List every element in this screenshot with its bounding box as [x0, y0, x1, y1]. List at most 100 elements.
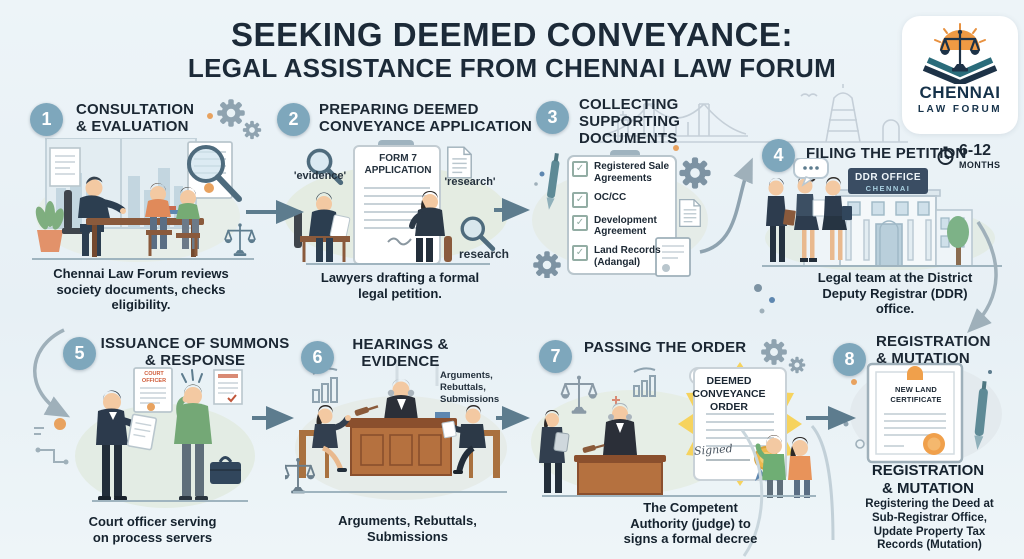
hearing-annotation: Arguments, Rebuttals, Submissions — [440, 370, 500, 405]
checklist-item: ✓ Registered Sale Agreements — [572, 161, 676, 185]
ddr-sign-line1: DDR OFFICE — [854, 172, 922, 183]
logo-emblem-icon — [922, 23, 998, 84]
lawyer-right-figure — [441, 405, 500, 478]
framed-document — [49, 147, 81, 187]
duration-value: 6-12 — [959, 142, 992, 159]
gavel-icon — [582, 444, 605, 453]
supporting-documents-checklist: ✓ Registered Sale Agreements ✓ OC/CC ✓ D… — [572, 161, 676, 269]
gavel-icon — [354, 405, 379, 416]
gear-icon — [679, 157, 711, 189]
checklist-item: ✓ OC/CC — [572, 191, 676, 208]
step-4-caption: Legal team at the District Deputy Regist… — [817, 270, 973, 317]
summons-document — [133, 367, 173, 413]
desk — [86, 218, 204, 225]
judge-figure — [603, 403, 637, 455]
document-review — [187, 141, 242, 202]
land-record-document — [655, 237, 691, 277]
form7-application-label: FORM 7 APPLICATION — [364, 153, 432, 176]
court-officer-figure — [96, 390, 158, 501]
judge-desk — [574, 455, 666, 462]
checklist-item-label: Development Agreement — [594, 214, 657, 238]
step-7-caption: The Competent Authority (judge) to signs… — [623, 500, 758, 547]
magnifying-glass-icon — [187, 145, 225, 183]
chennai-law-forum-logo: CHENNAI LAW FORUM — [902, 16, 1018, 134]
step-8-title: REGISTRATION & MUTATION — [876, 333, 991, 367]
pen-icon — [546, 153, 560, 210]
checklist-board — [567, 155, 677, 275]
signature-squiggle — [387, 237, 412, 246]
step-4-illustration — [762, 158, 1002, 270]
checklist-item: ✓ Land Records (Adangal) — [572, 245, 676, 269]
step-1-number: 1 — [30, 103, 63, 136]
court-officer-doc-label: COURT OFFICER — [141, 371, 167, 385]
tree-icon — [947, 216, 969, 266]
step-1-title: CONSULTATION & EVALUATION — [76, 101, 195, 135]
sparkle — [612, 396, 620, 404]
ddr-office-sign-text: DDR OFFICE CHENNAI — [849, 172, 927, 193]
checkbox-checked-icon: ✓ — [572, 161, 588, 177]
dome-icon — [882, 119, 900, 142]
checklist-item-label: Land Records (Adangal) — [594, 245, 661, 268]
checklist-item-label: OC/CC — [594, 191, 627, 203]
deemed-conveyance-order-title: DEEMED CONVEYANCE ORDER — [692, 375, 766, 414]
sun-icon — [934, 23, 986, 43]
step-7-title: PASSING THE ORDER — [584, 339, 747, 356]
page-title: SEEKING DEEMED CONVEYANCE: — [231, 16, 793, 53]
land-certificate — [866, 362, 964, 464]
lawyer-left-figure — [299, 405, 351, 478]
logo-org-subname: LAW FORUM — [917, 104, 1003, 115]
evidence-label: 'evidence' — [293, 170, 347, 182]
lawyer-left-figure — [294, 192, 351, 262]
books — [435, 412, 450, 418]
step-3-title: COLLECTING SUPPORTING DOCUMENTS — [579, 96, 681, 147]
gear-icon — [533, 251, 561, 278]
ddr-sign-line2: CHENNAI — [865, 184, 911, 193]
plant-icon — [35, 201, 64, 252]
step-2-number: 2 — [277, 103, 310, 136]
step-2-illustration — [284, 140, 508, 265]
office-chair — [64, 190, 72, 230]
step-5-number: 5 — [63, 337, 96, 370]
new-land-certificate-title: NEW LAND CERTIFICATE — [890, 385, 942, 404]
speech-bubble-icon — [793, 158, 829, 187]
checklist-item: ✓ Development Agreement — [572, 214, 676, 239]
notice-document — [213, 369, 243, 405]
judge-bench — [345, 418, 457, 427]
building-windows — [847, 201, 930, 216]
flowchart-doodle — [34, 418, 69, 465]
stopwatch-icon — [937, 146, 954, 165]
step-6-caption: Arguments, Rebuttals, Submissions — [338, 513, 477, 544]
step-7-number: 7 — [539, 340, 572, 373]
worried-man-figure — [174, 369, 241, 501]
city-skyline-illustration — [598, 84, 908, 143]
research-label-quoted: 'research' — [444, 176, 496, 188]
open-book-icon — [926, 57, 994, 78]
step-6-title: HEARINGS & EVIDENCE — [352, 336, 449, 370]
happy-couple-figures — [755, 435, 812, 498]
monument-icon — [616, 111, 630, 142]
step-1-illustration — [32, 138, 256, 262]
step-8-caption: Registering the Deed at Sub-Registrar Of… — [865, 498, 994, 552]
step-5-title: ISSUANCE OF SUMMONS & RESPONSE — [100, 335, 290, 369]
ribbon-icon — [907, 366, 923, 380]
page-subtitle: LEGAL ASSISTANCE FROM CHENNAI LAW FORUM — [187, 53, 837, 83]
bird-icon — [800, 93, 818, 98]
step-7-illustration — [531, 362, 816, 498]
step-6-illustration — [285, 360, 507, 500]
judge-figure — [384, 379, 418, 420]
seal-icon — [662, 264, 670, 272]
lawyer-figure — [539, 410, 570, 493]
bar-chart-icon — [633, 367, 656, 397]
research-label: research — [458, 247, 510, 261]
step-6-number: 6 — [301, 341, 334, 374]
step-4-number: 4 — [762, 139, 795, 172]
checkbox-checked-icon: ✓ — [572, 191, 588, 208]
lawyer-right-figure — [409, 191, 452, 262]
document-icon — [679, 198, 701, 228]
logo-org-name: CHENNAI — [919, 83, 1001, 102]
building-columns — [845, 219, 932, 261]
pen-icon — [974, 381, 988, 450]
step-1-caption: Chennai Law Forum reviews society docume… — [53, 266, 229, 313]
step-8-number: 8 — [833, 343, 866, 376]
